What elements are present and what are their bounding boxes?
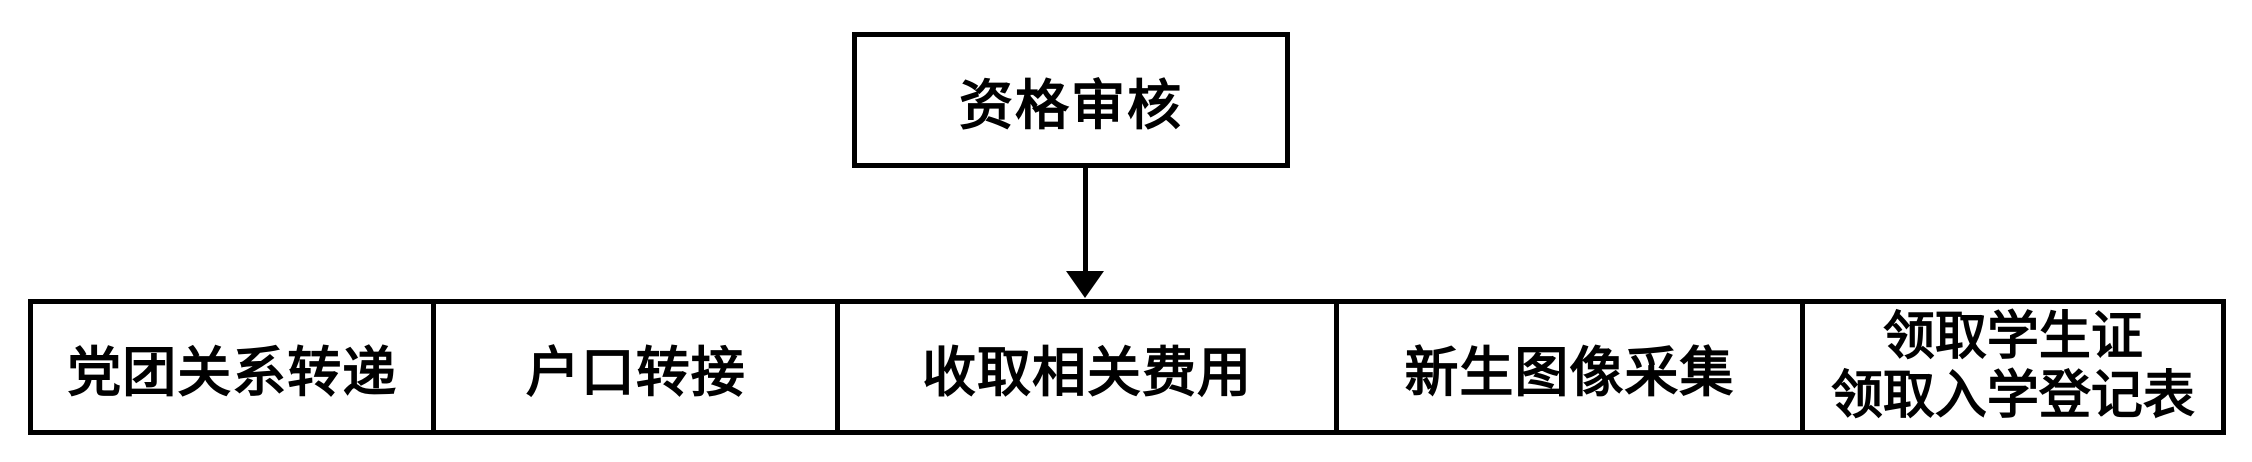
node-qualification-review: 资格审核 (852, 32, 1290, 168)
node-qualification-review-label: 资格审核 (959, 73, 1183, 137)
node-party-league-relation-transfer: 党团关系转递 (33, 304, 431, 430)
down-arrow-shaft (1083, 168, 1088, 272)
node-household-registration-transfer: 户口转接 (431, 304, 834, 430)
node-collect-student-id-and-registration-form: 领取学生证 领取入学登记表 (1799, 304, 2221, 430)
down-arrow-head-icon (1066, 271, 1104, 298)
node-freshman-image-capture-label: 新生图像采集 (1404, 340, 1735, 404)
node-fee-collection: 收取相关费用 (834, 304, 1334, 430)
node-party-league-relation-transfer-label: 党团关系转递 (67, 340, 398, 404)
node-freshman-image-capture: 新生图像采集 (1334, 304, 1800, 430)
node-fee-collection-label: 收取相关费用 (922, 340, 1253, 404)
process-row: 党团关系转递 户口转接 收取相关费用 新生图像采集 领取学生证 领取入学登记表 (28, 299, 2226, 435)
node-collect-student-id-label-line-1: 领取学生证 (1882, 307, 2143, 368)
node-collect-registration-form-label-line-2: 领取入学登记表 (1830, 366, 2195, 426)
node-household-registration-transfer-label: 户口转接 (525, 340, 746, 404)
